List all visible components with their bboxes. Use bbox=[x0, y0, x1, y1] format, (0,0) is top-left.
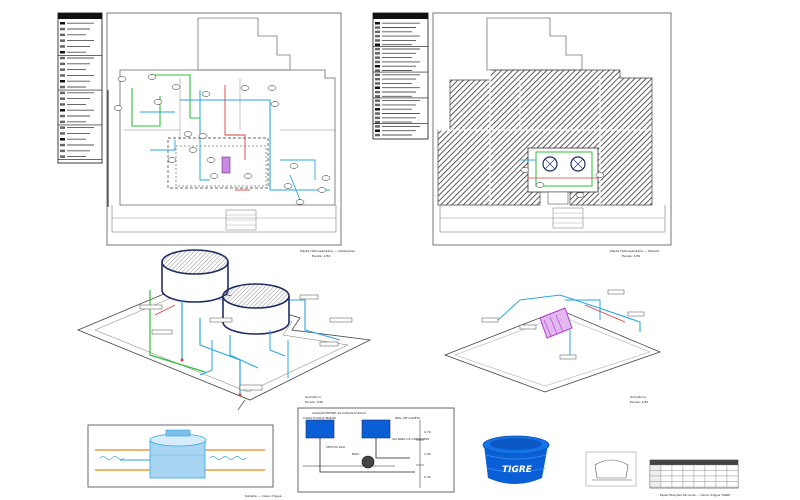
tank-sketch-right bbox=[585, 451, 637, 487]
spec-table: Especificações Técnicas — Caixa d'Água T… bbox=[649, 459, 739, 497]
legend-row bbox=[60, 114, 90, 118]
legend-row bbox=[58, 51, 102, 56]
legend-row bbox=[60, 45, 90, 48]
roof-hatched-area bbox=[437, 69, 653, 206]
legend-row bbox=[375, 39, 416, 42]
section-dim-1: 0,70 bbox=[424, 430, 431, 434]
legend-row bbox=[375, 65, 416, 68]
section-title: LIGAÇÃO ENTRE AS CAIXAS D'ÁGUA bbox=[312, 410, 367, 415]
legend-row bbox=[375, 30, 412, 34]
legend-row bbox=[375, 56, 412, 59]
detail-caption: Detalhe — Caixa d'Água bbox=[245, 493, 282, 498]
legend-row bbox=[375, 129, 416, 132]
legend-row bbox=[60, 68, 86, 71]
left-floor-plan: Planta Hidrossanitária — Instalações Esc… bbox=[106, 12, 355, 258]
legend-row bbox=[60, 80, 90, 83]
right-plan-caption: Planta Hidrossanitária — Telhado bbox=[610, 249, 660, 253]
section-label-pump: BOIA bbox=[352, 452, 360, 456]
legend-row bbox=[58, 155, 102, 160]
right-plan-scale: Escala: 1/50 bbox=[622, 254, 640, 258]
legend-row bbox=[375, 99, 420, 102]
legend-row bbox=[60, 56, 94, 60]
legend-row bbox=[375, 47, 420, 51]
section-pump bbox=[361, 455, 375, 469]
spec-row bbox=[649, 475, 739, 482]
legend-row bbox=[375, 125, 420, 128]
legend-row bbox=[375, 112, 420, 115]
spec-row bbox=[649, 470, 739, 477]
legend-row bbox=[60, 132, 90, 135]
legend-row bbox=[375, 52, 416, 55]
legend-row bbox=[60, 109, 94, 112]
product-brand-logo: TIGRE bbox=[502, 465, 533, 475]
legend-row bbox=[60, 149, 90, 153]
legend-row bbox=[373, 95, 428, 99]
legend-row bbox=[375, 26, 416, 29]
legend-row bbox=[60, 39, 94, 42]
legend-row bbox=[60, 97, 90, 100]
iso-left-scale: Escala: 1/50 bbox=[305, 400, 323, 404]
right-plan-frame bbox=[432, 12, 672, 246]
section-label-tank-b: REG. DE GAVETA bbox=[395, 416, 421, 420]
legend-row bbox=[60, 143, 94, 147]
legend-row bbox=[375, 34, 420, 38]
left-plan-heater bbox=[221, 156, 231, 174]
legend-row bbox=[60, 62, 90, 66]
iso-right-scale: Escala: 1/50 bbox=[630, 400, 648, 404]
legend-row bbox=[60, 22, 94, 25]
isometric-right: Isométrica Escala: 1/50 bbox=[443, 289, 662, 404]
legend-row bbox=[60, 33, 86, 37]
legend-row bbox=[375, 60, 420, 64]
iso-tank-upper bbox=[161, 249, 229, 303]
legend-row bbox=[60, 74, 94, 77]
spec-row bbox=[649, 464, 739, 471]
isometric-left: Isométrica Escala: 1/50 bbox=[76, 249, 372, 411]
legend-row bbox=[375, 77, 416, 81]
section-tank-b bbox=[361, 419, 391, 439]
legend-row bbox=[58, 85, 102, 91]
left-plan-caption: Planta Hidrossanitária — Instalações bbox=[300, 249, 355, 253]
legend-row bbox=[373, 120, 428, 124]
section-label-tank-a: CAIXA D'ÁGUA MAIOR bbox=[303, 415, 336, 420]
section-tank-a bbox=[305, 419, 335, 439]
section-detail: LIGAÇÃO ENTRE AS CAIXAS D'ÁGUA CAIXA D'Á… bbox=[297, 407, 455, 493]
left-plan-scale: Escala: 1/50 bbox=[312, 254, 330, 258]
legend-row bbox=[375, 116, 416, 120]
spec-row bbox=[649, 481, 739, 488]
spec-table-caption: Especificações Técnicas — Caixa d'Água T… bbox=[660, 492, 730, 497]
section-label-inlet: VEM DA RUA bbox=[326, 445, 346, 449]
section-dim-3: 0,30 bbox=[424, 475, 431, 479]
legend-row bbox=[375, 133, 412, 137]
section-dim-2: 1,00 bbox=[424, 452, 431, 456]
iso-tank-lower bbox=[222, 283, 290, 335]
legend-row bbox=[373, 69, 428, 73]
legend-row bbox=[373, 43, 428, 47]
legend-row bbox=[60, 138, 86, 141]
legend-row bbox=[375, 90, 416, 94]
left-plan-frame bbox=[106, 12, 342, 246]
legend-row bbox=[375, 103, 416, 107]
legend-row bbox=[60, 27, 90, 31]
legend-row bbox=[375, 108, 412, 111]
legend-row bbox=[58, 120, 102, 126]
right-roof-plan: Planta Hidrossanitária — Telhado Escala:… bbox=[432, 12, 672, 258]
legend-row bbox=[375, 86, 420, 89]
legend-table-right bbox=[372, 12, 429, 140]
legend-row bbox=[60, 126, 94, 129]
tank-detail-illustration: Detalhe — Caixa d'Água bbox=[87, 424, 282, 498]
iso-right-heater bbox=[539, 307, 573, 339]
legend-row bbox=[375, 22, 420, 25]
legend-row bbox=[375, 82, 412, 85]
legend-row bbox=[375, 73, 420, 77]
iso-left-caption: Isométrica bbox=[305, 395, 321, 399]
iso-right-caption: Isométrica bbox=[630, 395, 646, 399]
section-label-outlet: VAI PARA OS CONSUMOS bbox=[392, 437, 429, 441]
legend-row bbox=[60, 91, 94, 95]
legend-row bbox=[60, 103, 86, 106]
product-tank-tigre: TIGRE bbox=[482, 435, 550, 484]
legend-table-left bbox=[57, 12, 103, 164]
